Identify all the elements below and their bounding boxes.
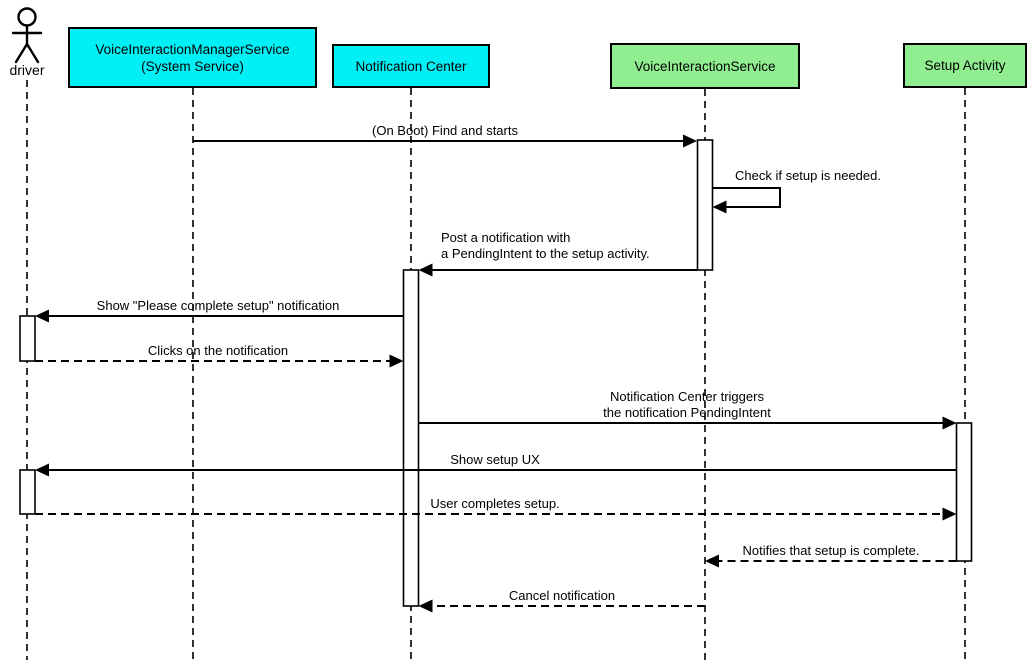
arrow-on-boot-find-and-starts <box>193 134 697 148</box>
activation-nc <box>402 269 420 607</box>
activation-sa <box>955 422 973 562</box>
message-label-cancel-notification: Cancel notification <box>508 588 616 603</box>
arrow-cancel-notification <box>418 599 705 613</box>
participant-notification-center: Notification Center <box>332 44 490 88</box>
arrow-show-setup-notification <box>35 309 404 323</box>
activation-driver-2 <box>19 469 36 515</box>
participant-setup-activity: Setup Activity <box>903 43 1027 88</box>
message-label-show-setup-notification: Show "Please complete setup" notificatio… <box>96 298 340 313</box>
participant-voiceinteractionmanagerservice: VoiceInteractionManagerService (System S… <box>68 27 317 88</box>
message-label-notifies-setup-complete: Notifies that setup is complete. <box>742 543 920 558</box>
message-label-show-setup-ux: Show setup UX <box>450 452 540 467</box>
message-label-user-completes-setup: User completes setup. <box>430 496 560 511</box>
message-label-on-boot-find-and-starts: (On Boot) Find and starts <box>372 123 518 138</box>
arrow-post-notification <box>418 263 698 277</box>
actor-label-driver: driver <box>9 62 45 78</box>
arrow-clicks-notification <box>35 354 404 368</box>
activation-driver-1 <box>19 315 36 362</box>
message-label-check-if-setup-needed: Check if setup is needed. <box>735 168 881 183</box>
arrow-user-completes-setup <box>35 507 957 521</box>
arrow-notifies-setup-complete <box>705 554 957 568</box>
message-label-post-notification: Post a notification with a PendingIntent… <box>441 230 650 261</box>
actor-icon <box>11 7 43 64</box>
arrow-check-if-setup-needed <box>712 187 781 214</box>
message-label-clicks-notification: Clicks on the notification <box>147 343 289 358</box>
arrow-triggers-pendingintent <box>418 416 957 430</box>
activation-vis <box>696 139 714 271</box>
arrow-show-setup-ux <box>35 463 957 477</box>
message-label-triggers-pendingintent: Notification Center triggers the notific… <box>603 389 771 420</box>
participant-voiceinteractionservice: VoiceInteractionService <box>610 43 800 89</box>
